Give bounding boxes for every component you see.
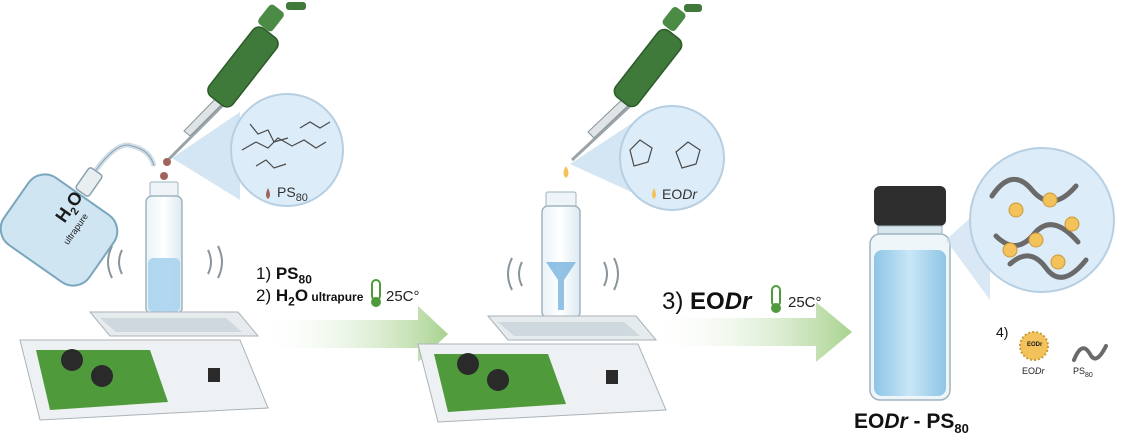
pipette-2: [563, 4, 702, 178]
arrow-step-2: [650, 302, 852, 362]
product-label: EODr - PS80: [854, 410, 969, 437]
step-1-label: 1) PS80: [256, 264, 312, 287]
arrow-step-1: [258, 306, 448, 362]
zoom-eodr-label: EODr: [662, 186, 698, 202]
legend-micelle-label: EODr: [1022, 366, 1045, 376]
zoom-ps80-label: PS80: [277, 184, 308, 204]
micelle-zoom: [969, 147, 1115, 293]
thermometer-icon: [371, 279, 381, 307]
zoom-ps80: [172, 93, 344, 207]
legend-number: 4): [996, 324, 1009, 340]
legend-polymer-label: PS80: [1073, 366, 1093, 379]
thermometer-icon: [771, 285, 781, 313]
temperature-label-2: 25C°: [788, 294, 822, 311]
zoom-eodr: [570, 105, 725, 211]
vial-2: [541, 191, 581, 319]
step-3-label: 3) EODr: [662, 288, 752, 315]
step-2-label: 2) H2O ultrapure: [256, 286, 364, 309]
pipette-1: [163, 2, 306, 166]
final-vial: [869, 186, 990, 401]
temperature-label-1: 25C°: [386, 288, 420, 305]
hotplate-2: [417, 257, 667, 423]
vial-1: [145, 172, 183, 315]
water-wash-bottle: [0, 142, 157, 287]
hotplate-1: [19, 245, 269, 421]
legend-micelle-mark: EODr: [1027, 342, 1043, 348]
legend-micelle-icon: [1019, 331, 1049, 361]
legend-polymer-icon: [1072, 344, 1108, 362]
